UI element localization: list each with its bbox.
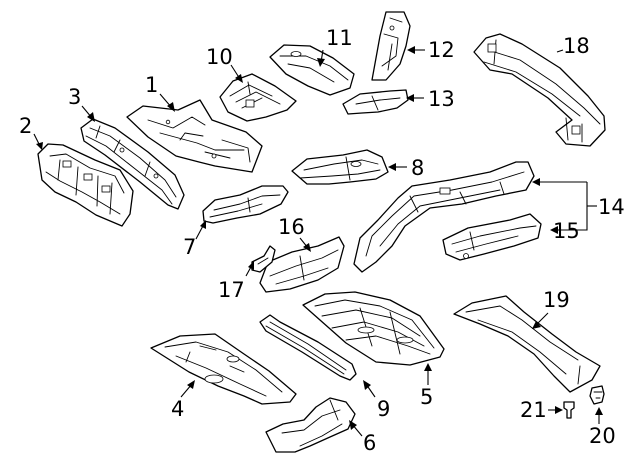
callout-21: 21 bbox=[520, 398, 547, 422]
part-9-rail bbox=[259, 314, 357, 381]
callout-5: 5 bbox=[420, 385, 433, 409]
part-15-channel bbox=[442, 213, 542, 261]
part-7-crossmember bbox=[202, 185, 289, 224]
callout-20: 20 bbox=[589, 424, 616, 448]
part-16-panel bbox=[259, 236, 345, 293]
callout-13: 13 bbox=[428, 87, 455, 111]
part-11-plate bbox=[269, 44, 355, 96]
callout-18: 18 bbox=[563, 34, 590, 58]
leader-lines bbox=[33, 46, 603, 437]
part-17-clip bbox=[251, 245, 276, 273]
callout-19: 19 bbox=[543, 288, 570, 312]
callout-4: 4 bbox=[171, 397, 184, 421]
callout-8: 8 bbox=[411, 156, 424, 180]
part-10-bracket bbox=[219, 73, 297, 122]
callout-15: 15 bbox=[553, 219, 580, 243]
callout-6: 6 bbox=[363, 431, 376, 455]
callout-2: 2 bbox=[19, 114, 32, 138]
callout-17: 17 bbox=[218, 278, 245, 302]
part-19-deflector bbox=[453, 295, 601, 393]
part-4-floor-pan bbox=[150, 333, 297, 405]
part-6-bracket bbox=[265, 397, 356, 453]
part-21-pin bbox=[563, 401, 575, 419]
callout-3: 3 bbox=[68, 85, 81, 109]
callout-numbers: 1 2 3 4 5 6 7 8 9 10 11 12 13 14 15 16 1… bbox=[19, 26, 625, 455]
part-14-rail-assembly bbox=[353, 161, 535, 273]
part-1-floor-pan bbox=[126, 99, 263, 173]
callout-10: 10 bbox=[206, 45, 233, 69]
callout-1: 1 bbox=[145, 73, 158, 97]
part-13-small-bracket bbox=[342, 89, 409, 115]
callout-12: 12 bbox=[428, 38, 455, 62]
part-20-bolt bbox=[589, 385, 605, 405]
callout-9: 9 bbox=[377, 397, 390, 421]
part-3-side-sill bbox=[80, 118, 185, 210]
callout-7: 7 bbox=[183, 235, 196, 259]
callout-16: 16 bbox=[278, 215, 305, 239]
callout-14: 14 bbox=[598, 195, 625, 219]
part-18-bumper-beam bbox=[473, 33, 606, 147]
callout-11: 11 bbox=[326, 26, 353, 50]
part-5-rear-floor bbox=[302, 291, 445, 366]
part-12-pillar-bracket bbox=[371, 11, 411, 81]
part-2-rear-panel bbox=[37, 143, 134, 227]
part-8-cross-panel bbox=[291, 149, 389, 185]
